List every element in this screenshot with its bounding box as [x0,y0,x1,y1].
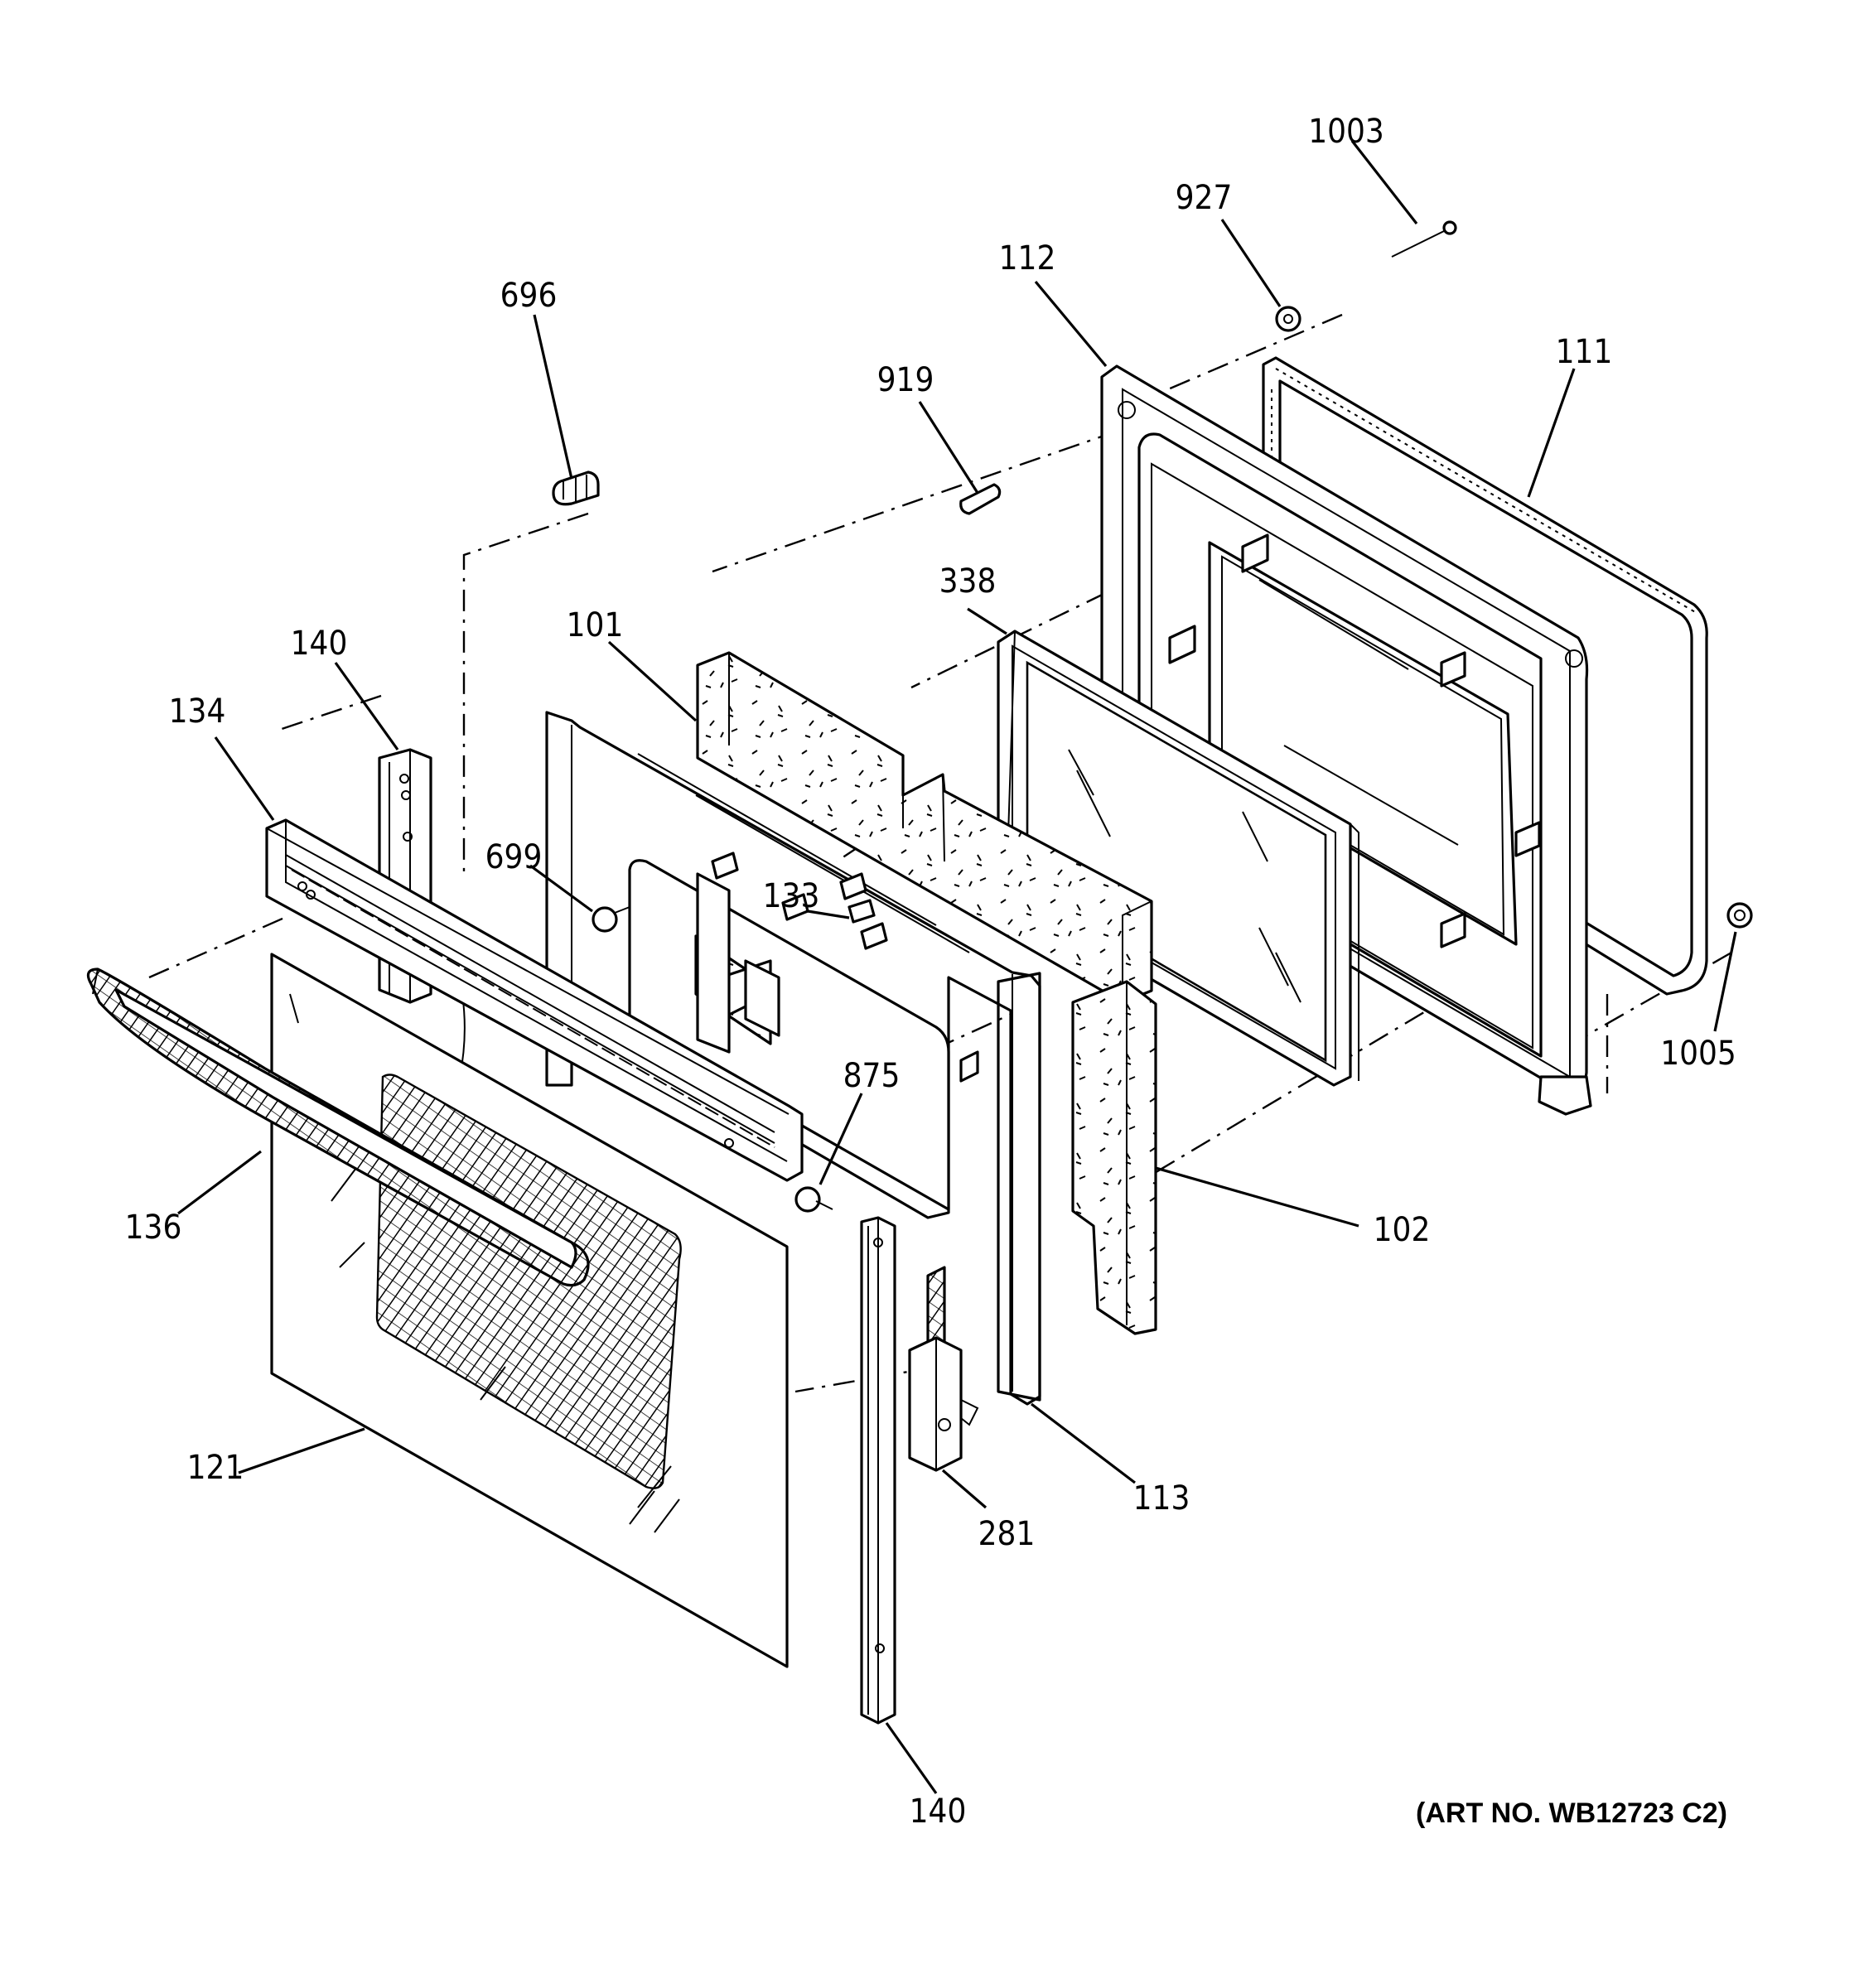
leader-lines [177,140,1737,1794]
part-136-handle [86,967,590,1287]
callout-919: 919 [877,361,934,399]
part-875-screw [794,1186,833,1213]
callout-113: 113 [1133,1479,1190,1518]
callout-699: 699 [485,838,543,876]
part-102-insulation-side [1071,980,1157,1335]
part-113-inner-panel [545,711,1041,1406]
part-134-vent-trim [265,818,804,1182]
callout-140-upper: 140 [291,625,348,663]
callout-136: 136 [125,1209,182,1247]
part-696-screw [552,470,600,506]
callout-labels: 1003 927 112 696 919 111 338 101 140 134… [125,113,1736,1831]
art-number: (ART NO. WB12723 C2) [1416,1797,1727,1829]
part-1005-screw [1726,902,1753,929]
callout-1005: 1005 [1660,1035,1736,1073]
callout-101: 101 [567,606,624,644]
callout-134: 134 [169,692,226,731]
part-699-screw [592,906,630,933]
part-140-lower-channel [860,1216,896,1725]
callout-696: 696 [500,277,558,315]
callout-875: 875 [843,1057,901,1095]
callout-121: 121 [187,1449,244,1487]
callout-111: 111 [1556,333,1613,371]
callout-281: 281 [978,1515,1036,1553]
callout-133: 133 [763,877,820,915]
callout-1003: 1003 [1308,113,1384,151]
part-112-inner-liner [1100,364,1592,1116]
part-281-hinge [908,1266,979,1472]
part-101-insulation-top [696,651,1153,1004]
part-1003-screw [1391,220,1457,258]
callout-112: 112 [999,239,1056,277]
part-133-clip [847,899,876,924]
part-927-washer [1275,306,1301,332]
callout-140-lower: 140 [910,1793,967,1831]
callout-927: 927 [1176,179,1233,217]
callout-338: 338 [939,562,997,601]
callout-102: 102 [1374,1211,1431,1249]
part-919-pin [959,483,1002,515]
